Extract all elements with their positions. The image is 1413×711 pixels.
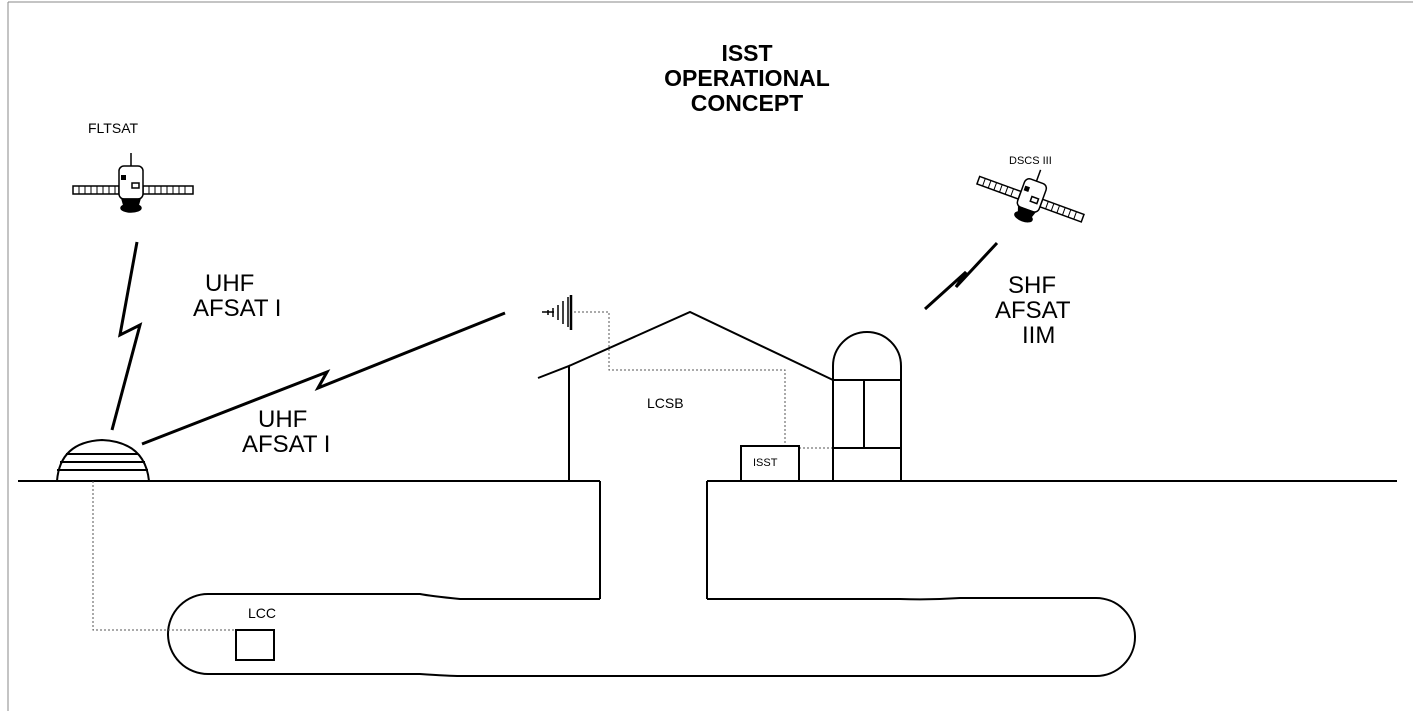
underground-shaft — [599, 481, 708, 599]
uhf-ground-label-line-2: AFSAT I — [242, 431, 331, 458]
title-line-3: CONCEPT — [690, 90, 804, 116]
lcc-cable-dotted — [92, 481, 247, 631]
shf-link-label-line-2: AFSAT — [995, 297, 1071, 324]
dscs-iii-satellite-icon — [975, 169, 1085, 223]
title-line-2: OPERATIONAL — [664, 65, 830, 91]
isst-terminal-box — [740, 445, 800, 482]
underground-tunnel — [167, 593, 1136, 677]
shf-link-lightning — [923, 241, 999, 311]
fltsat-satellite-icon — [72, 153, 194, 213]
shf-link-label-line-3: IIM — [1022, 322, 1056, 349]
shf-link-label-line-1: SHF — [1008, 272, 1056, 299]
diagram-frame — [7, 1, 1413, 711]
lcsb-label: LCSB — [647, 395, 684, 411]
title-line-1: ISST — [721, 40, 773, 66]
fltsat-label: FLTSAT — [88, 120, 139, 136]
uhf-uplink-lightning — [110, 241, 143, 431]
building-antenna-icon — [542, 295, 573, 330]
uhf-ground-link-lightning — [141, 311, 506, 446]
uhf-ground-label-line-1: UHF — [258, 406, 308, 433]
isst-label: ISST — [753, 457, 778, 469]
ground-dome-antenna — [55, 438, 151, 482]
uhf-uplink-label-line-1: UHF — [205, 270, 255, 297]
lcc-equipment-box — [235, 629, 275, 661]
dscs-iii-label: DSCS III — [1009, 155, 1052, 167]
lcsb-building — [537, 310, 834, 481]
shf-radome-tower — [832, 331, 902, 482]
lcc-label: LCC — [248, 605, 277, 621]
uhf-uplink-label-line-2: AFSAT I — [193, 295, 282, 322]
antenna-cable-dotted — [574, 311, 786, 446]
